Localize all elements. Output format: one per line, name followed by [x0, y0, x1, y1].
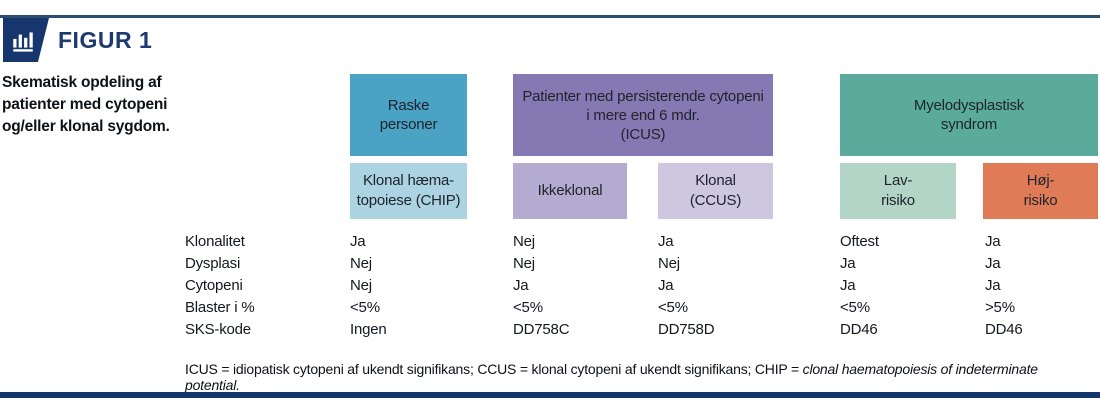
group-box-raske-personer: Raske personer	[350, 74, 467, 156]
figure-badge	[3, 18, 49, 62]
footnote-italic: clonal haematopoiesis of indeterminate p…	[185, 361, 1038, 393]
row-label-cytopeni: Cytopeni	[185, 277, 243, 294]
table-cell: DD46	[840, 321, 878, 338]
row-label-blaster: Blaster i %	[185, 299, 255, 316]
subgroup-box-hoj-risiko: Høj- risiko	[983, 163, 1098, 219]
table-cell: DD46	[985, 321, 1023, 338]
table-cell: DD758C	[513, 321, 570, 338]
table-cell: <5%	[658, 299, 688, 316]
table-cell: Ja	[840, 277, 856, 294]
figure-description: Skematisk opdeling af patienter med cyto…	[2, 74, 170, 135]
table-cell: Nej	[350, 277, 372, 294]
table-cell: Nej	[513, 233, 535, 250]
footnote-regular: ICUS = idiopatisk cytopeni af ukendt sig…	[185, 361, 803, 377]
table-column-hoj-risiko: Ja Ja Ja >5% DD46	[985, 231, 1023, 341]
table-cell: Ja	[985, 277, 1001, 294]
group-box-mds: Myelodysplastisk syndrom	[840, 74, 1098, 156]
table-cell: Oftest	[840, 233, 879, 250]
row-label-sks-kode: SKS-kode	[185, 321, 251, 338]
table-cell: DD758D	[658, 321, 715, 338]
table-cell: Ja	[985, 233, 1001, 250]
table-cell: Nej	[513, 255, 535, 272]
table-column-chip: Ja Nej Nej <5% Ingen	[350, 231, 387, 341]
table-column-ccus: Ja Nej Ja <5% DD758D	[658, 231, 715, 341]
table-cell: Ja	[658, 233, 674, 250]
subgroup-box-lav-risiko: Lav- risiko	[840, 163, 956, 219]
table-cell: Ja	[840, 255, 856, 272]
table-cell: Nej	[658, 255, 680, 272]
table-cell: Ja	[513, 277, 529, 294]
row-label-dysplasi: Dysplasi	[185, 255, 241, 272]
table-cell: Ja	[350, 233, 366, 250]
table-cell: <5%	[350, 299, 380, 316]
table-cell: <5%	[513, 299, 543, 316]
top-divider	[0, 15, 1100, 18]
figure-label: FIGUR 1	[58, 27, 153, 53]
subgroup-box-chip: Klonal hæma- topoiese (CHIP)	[350, 163, 467, 219]
table-cell: Nej	[350, 255, 372, 272]
bar-chart-icon	[13, 32, 33, 52]
subgroup-box-ikkeklonal: Ikkeklonal	[513, 163, 627, 219]
group-box-icus: Patienter med persisterende cytopeni i m…	[513, 74, 773, 156]
footnote: ICUS = idiopatisk cytopeni af ukendt sig…	[185, 361, 1085, 393]
table-cell: Ingen	[350, 321, 387, 338]
bottom-bar	[0, 392, 1100, 398]
table-column-ikkeklonal: Nej Nej Ja <5% DD758C	[513, 231, 570, 341]
row-label-klonalitet: Klonalitet	[185, 233, 245, 250]
table-cell: <5%	[840, 299, 870, 316]
table-cell: Ja	[658, 277, 674, 294]
table-cell: >5%	[985, 299, 1015, 316]
table-row-labels: Klonalitet Dysplasi Cytopeni Blaster i %…	[185, 231, 255, 341]
subgroup-box-ccus: Klonal (CCUS)	[658, 163, 773, 219]
table-column-lav-risiko: Oftest Ja Ja <5% DD46	[840, 231, 879, 341]
table-cell: Ja	[985, 255, 1001, 272]
